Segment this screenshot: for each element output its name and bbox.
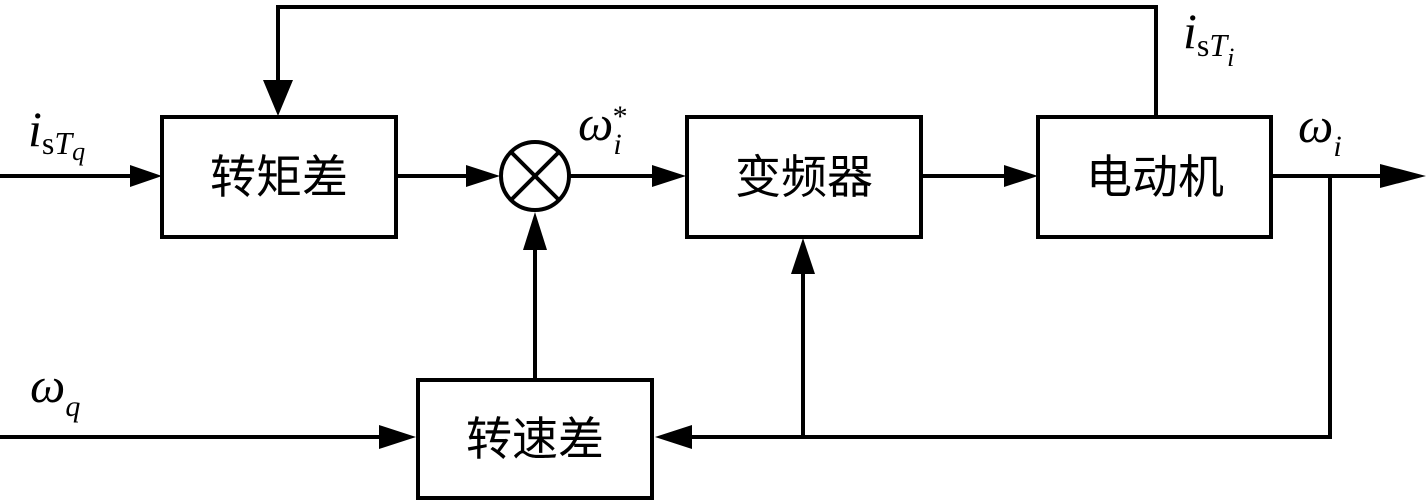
block-speed-diff-label: 转速差 (466, 412, 604, 466)
label-omega-i-star: ωi* (578, 95, 628, 161)
wire-omega-feedback (688, 176, 1332, 439)
wire-isTi-feedback (276, 5, 1158, 119)
label-omega-i: ωi (1298, 97, 1342, 163)
summing-junction (499, 140, 571, 212)
arrow-into-torque-diff (130, 165, 162, 187)
arrow-heads (130, 80, 1426, 449)
arrow-output (1380, 164, 1426, 188)
arrow-into-inverter (652, 165, 686, 187)
arrow-up-into-inverter (791, 238, 815, 274)
arrow-up-into-sum (523, 212, 547, 250)
arrow-into-sum-left (466, 165, 500, 187)
label-omega-q: ωq (30, 357, 80, 423)
block-speed-diff: 转速差 (416, 378, 654, 500)
block-motor: 电动机 (1036, 115, 1273, 239)
label-i-sTi: isTi (1183, 3, 1234, 72)
wires (0, 5, 1385, 439)
block-inverter-label: 变频器 (735, 150, 873, 204)
block-torque-diff: 转矩差 (160, 115, 398, 239)
summing-junction-cross-2 (509, 150, 561, 202)
block-torque-diff-label: 转矩差 (210, 150, 348, 204)
label-i-sTq: isTq (28, 101, 85, 166)
arrow-into-motor (1004, 165, 1038, 187)
arrow-into-speed-diff-right (655, 425, 692, 449)
arrow-into-speed-diff-left (379, 425, 416, 449)
arrow-down-into-torque-diff (263, 80, 293, 116)
block-inverter: 变频器 (685, 115, 923, 239)
block-motor-label: 电动机 (1086, 150, 1224, 204)
